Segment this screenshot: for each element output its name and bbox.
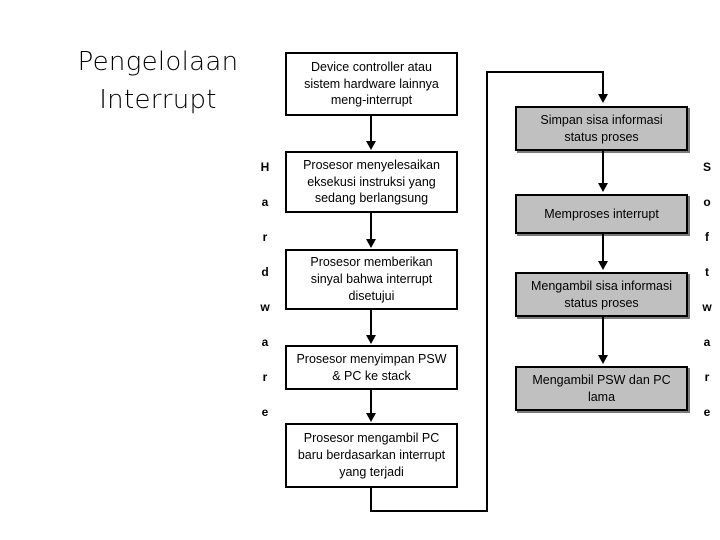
- connector-sw3-sw4-arrow: [598, 355, 608, 364]
- side-label-hardware-letter-5: w: [260, 300, 270, 314]
- side-label-software-letter-4: t: [705, 265, 709, 279]
- flow-node-hw2[interactable]: Prosesor menyelesaikan eksekusi instruks…: [285, 151, 458, 213]
- side-label-software-letter-6: a: [703, 335, 711, 349]
- flow-node-sw2-label: Memproses interrupt: [544, 206, 659, 221]
- flow-node-sw3-label: Mengambil sisa informasi status proses: [530, 278, 673, 310]
- connector-sw2-sw3-line: [602, 234, 604, 262]
- flow-node-sw4[interactable]: Mengambil PSW dan PC lama: [515, 366, 688, 411]
- connector-hw5-sw1-segment-bottom: [370, 510, 488, 512]
- side-label-software-letter-5: w: [702, 300, 712, 314]
- side-label-software-letter-2: o: [703, 195, 711, 209]
- connector-sw3-sw4-line: [602, 317, 604, 356]
- page-title: Pengelolaan Interrupt: [77, 47, 239, 115]
- connector-hw5-sw1-segment-top: [486, 71, 604, 73]
- flow-node-sw1[interactable]: Simpan sisa informasi status proses: [515, 106, 688, 151]
- connector-hw2-hw3-line: [370, 213, 372, 240]
- side-label-software-letter-8: e: [703, 405, 711, 419]
- connector-hw2-hw3-arrow: [366, 239, 376, 248]
- side-label-software-letter-1: S: [702, 160, 711, 174]
- connector-hw1-hw2-line: [370, 116, 372, 143]
- side-label-hardware-letter-2: a: [261, 195, 269, 209]
- connector-sw1-sw2-arrow: [598, 183, 608, 192]
- flow-node-hw4[interactable]: Prosesor menyimpan PSW & PC ke stack: [285, 345, 458, 390]
- flow-node-sw3[interactable]: Mengambil sisa informasi status proses: [515, 272, 688, 317]
- flow-node-hw3-label: Prosesor memberikan sinyal bahwa interru…: [310, 255, 433, 303]
- connector-hw5-sw1-segment-down: [370, 488, 372, 512]
- flow-node-sw1-label: Simpan sisa informasi status proses: [540, 112, 663, 144]
- side-label-software-letter-7: r: [704, 370, 710, 384]
- flow-node-hw5[interactable]: Prosesor mengambil PC baru berdasarkan i…: [285, 423, 458, 488]
- connector-hw3-hw4-arrow: [366, 335, 376, 344]
- connector-hw5-sw1-arrow: [598, 94, 608, 103]
- connector-sw2-sw3-arrow: [598, 261, 608, 270]
- connector-hw5-sw1-segment-up: [486, 71, 488, 512]
- side-label-software-letter-3: f: [705, 230, 709, 244]
- side-label-hardware-letter-7: r: [262, 370, 268, 384]
- flow-node-sw4-label: Mengambil PSW dan PC lama: [532, 372, 671, 404]
- connector-hw5-sw1-segment-enter: [602, 71, 604, 96]
- connector-hw1-hw2-arrow: [366, 141, 376, 150]
- connector-sw1-sw2-line: [602, 151, 604, 184]
- side-label-hardware-letter-1: H: [260, 160, 270, 174]
- flow-node-sw2[interactable]: Memproses interrupt: [515, 194, 688, 234]
- side-label-hardware-letter-3: r: [262, 230, 268, 244]
- side-label-hardware-letter-6: a: [261, 335, 269, 349]
- connector-hw4-hw5-arrow: [366, 413, 376, 422]
- connector-hw3-hw4-line: [370, 310, 372, 336]
- side-label-hardware-letter-4: d: [261, 265, 269, 279]
- side-label-hardware-letter-8: e: [261, 405, 269, 419]
- flow-node-hw5-label: Prosesor mengambil PC baru berdasarkan i…: [297, 431, 446, 479]
- flow-node-hw1-label: Device controller atau sistem hardware l…: [304, 59, 439, 108]
- connector-hw4-hw5-line: [370, 390, 372, 415]
- flow-node-hw2-label: Prosesor menyelesaikan eksekusi instruks…: [303, 157, 440, 206]
- flow-node-hw3[interactable]: Prosesor memberikan sinyal bahwa interru…: [285, 249, 458, 310]
- flow-node-hw1[interactable]: Device controller atau sistem hardware l…: [285, 52, 458, 116]
- flow-node-hw4-label: Prosesor menyimpan PSW & PC ke stack: [296, 351, 447, 383]
